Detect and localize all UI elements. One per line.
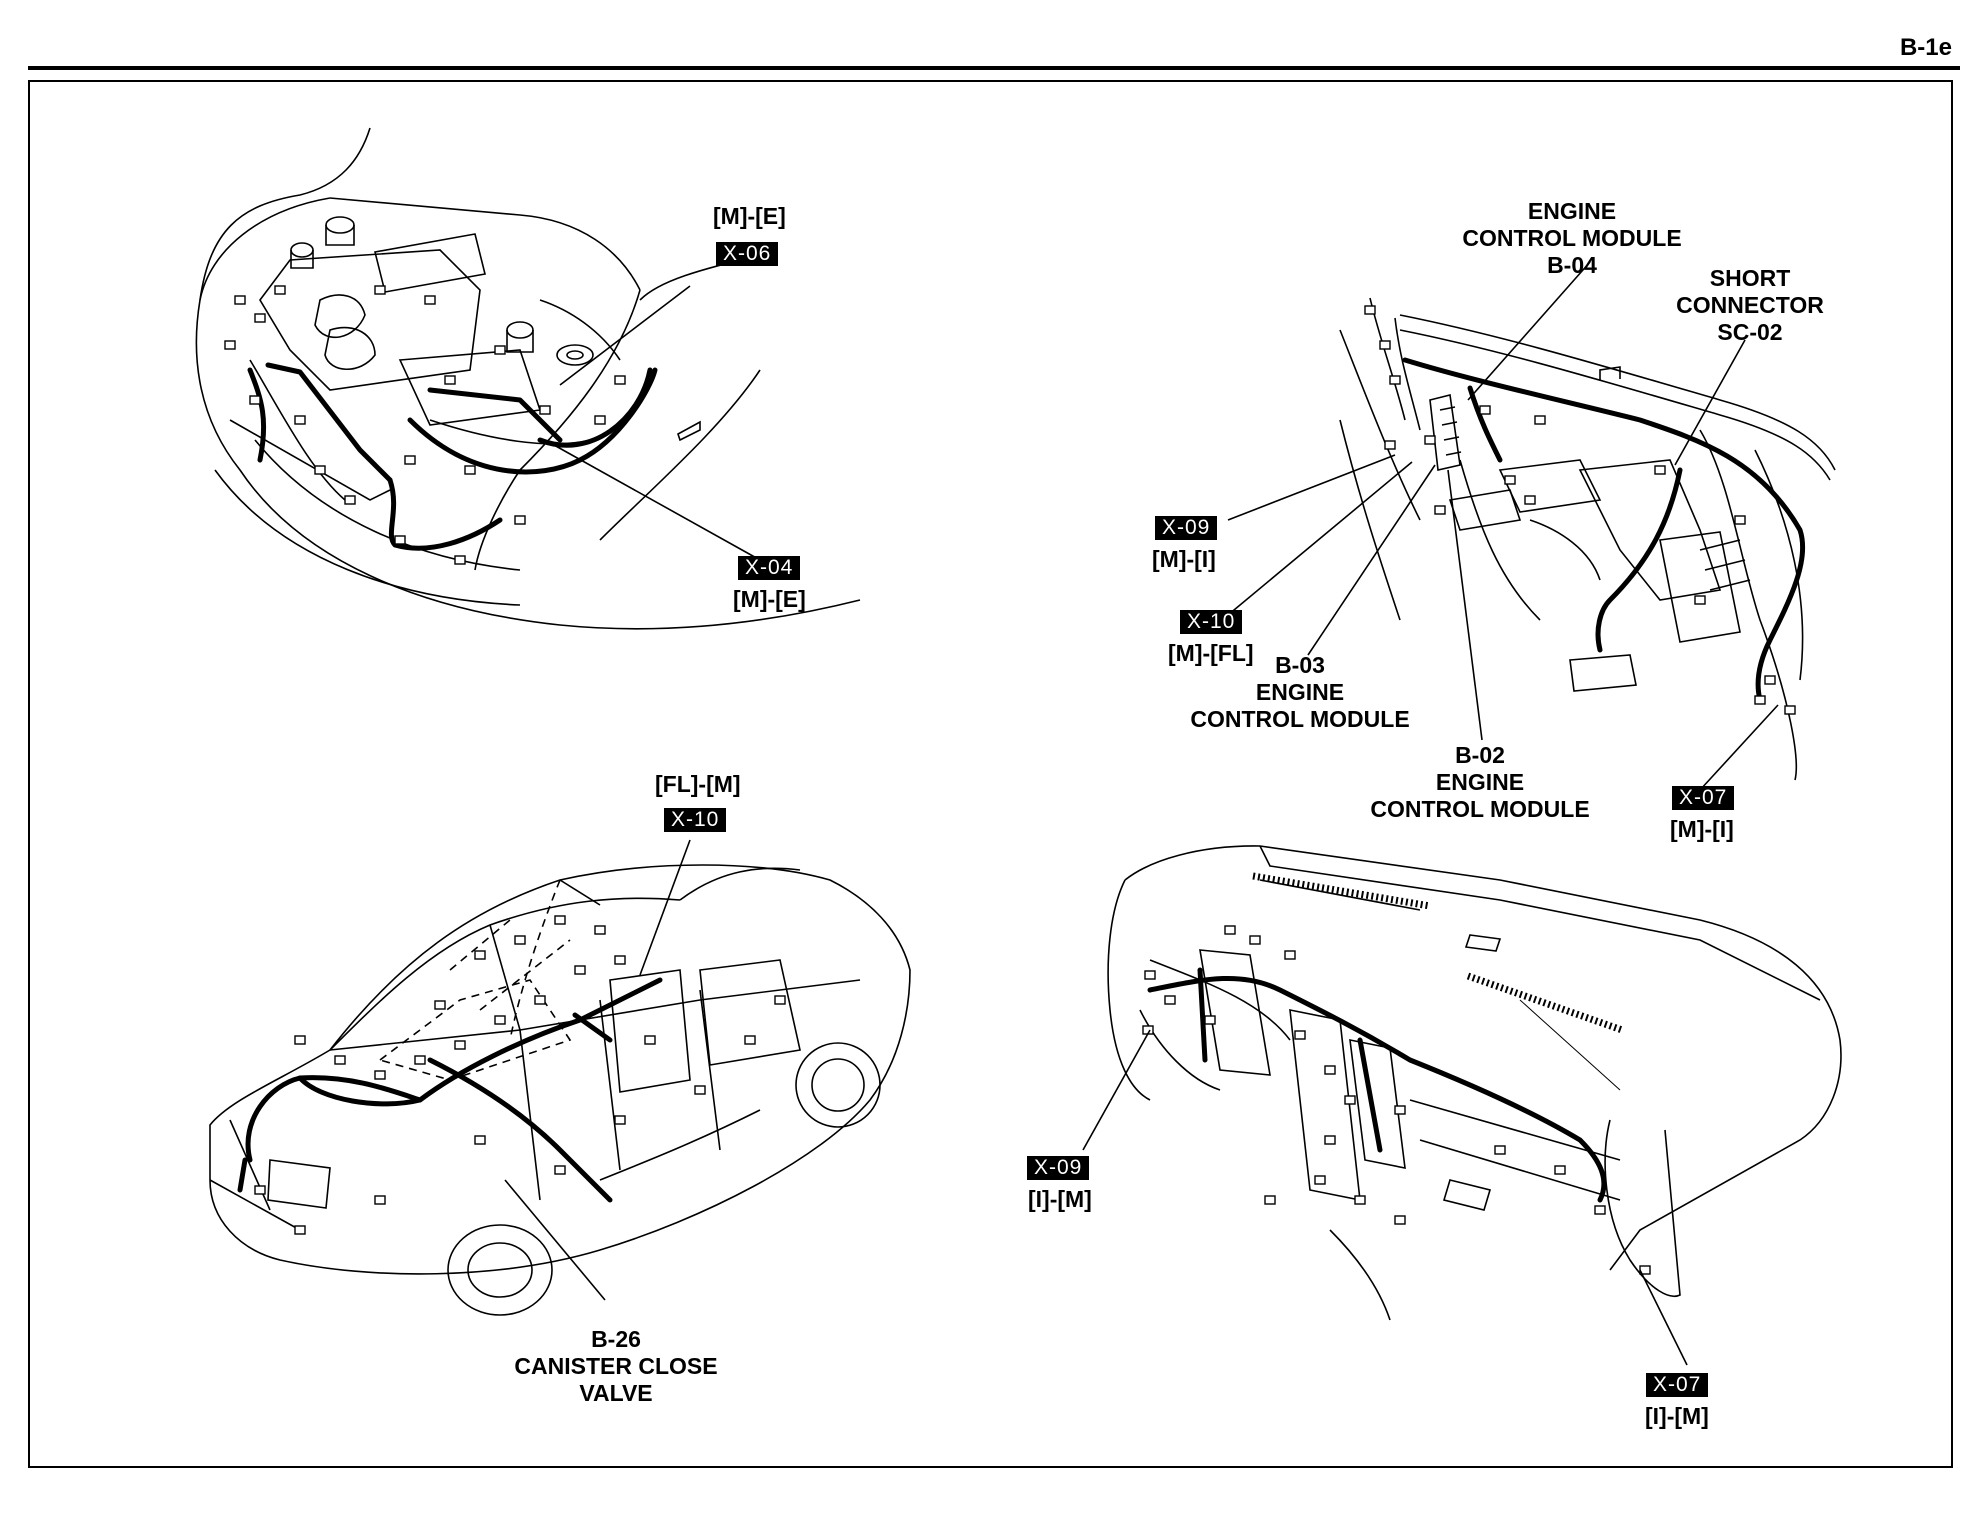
ecm-b03-line2: ENGINE <box>1255 679 1345 705</box>
x07-top-connector-tag: X-07 <box>1672 786 1735 810</box>
sedan-body-view <box>209 839 911 1316</box>
x07-top-pin-label: [M]-[I] <box>1670 816 1734 842</box>
ecm-b03-label: B-03 ENGINE CONTROL MODULE <box>1180 652 1420 733</box>
short-connector-label: SHORT CONNECTOR SC-02 <box>1660 265 1840 346</box>
x10-bottom-connector-tag: X-10 <box>664 808 727 832</box>
x09-bottom-pin-label: [I]-[M] <box>1028 1186 1092 1212</box>
ecm-b04-line3: B-04 <box>1547 252 1597 278</box>
x10-bottom-pin-label: [FL]-[M] <box>655 771 741 797</box>
ecm-b02-label: B-02 ENGINE CONTROL MODULE <box>1360 742 1600 823</box>
x07-bottom-pin-label: [I]-[M] <box>1645 1403 1709 1429</box>
x09-top-connector-tag: X-09 <box>1155 516 1218 540</box>
ecm-b04-line1: ENGINE <box>1527 198 1617 224</box>
x06-pin-label: [M]-[E] <box>713 203 786 229</box>
ecm-b02-line1: B-02 <box>1455 742 1505 768</box>
canister-valve-label: B-26 CANISTER CLOSE VALVE <box>496 1326 736 1407</box>
ecm-b04-line2: CONTROL MODULE <box>1462 225 1682 251</box>
ecm-area-view <box>1227 261 1836 791</box>
x10-top-connector-tag: X-10 <box>1180 610 1243 634</box>
short-connector-line2: CONNECTOR <box>1676 292 1824 318</box>
ecm-b03-line1: B-03 <box>1275 652 1325 678</box>
instrument-panel-view <box>1082 845 1842 1366</box>
short-connector-line1: SHORT <box>1709 265 1791 291</box>
ecm-b04-label: ENGINE CONTROL MODULE B-04 <box>1452 198 1692 279</box>
x04-connector-tag: X-04 <box>738 556 801 580</box>
ecm-b03-line3: CONTROL MODULE <box>1190 706 1410 732</box>
canister-valve-line1: B-26 <box>591 1326 641 1352</box>
page-id: B-1e <box>1899 34 1952 61</box>
diagram-frame <box>28 80 1953 1468</box>
x06-connector-tag: X-06 <box>716 242 779 266</box>
x10-top-pin-label: [M]-[FL] <box>1168 640 1254 666</box>
ecm-b02-line2: ENGINE <box>1435 769 1525 795</box>
x07-bottom-connector-tag: X-07 <box>1646 1373 1709 1397</box>
canister-valve-line3: VALVE <box>579 1380 653 1406</box>
header-rule <box>28 66 1960 70</box>
short-connector-line3: SC-02 <box>1717 319 1783 345</box>
ecm-b02-line3: CONTROL MODULE <box>1370 796 1590 822</box>
x09-bottom-connector-tag: X-09 <box>1027 1156 1090 1180</box>
x09-top-pin-label: [M]-[I] <box>1152 546 1216 572</box>
canister-valve-line2: CANISTER CLOSE <box>514 1353 718 1379</box>
x04-pin-label: [M]-[E] <box>733 586 806 612</box>
